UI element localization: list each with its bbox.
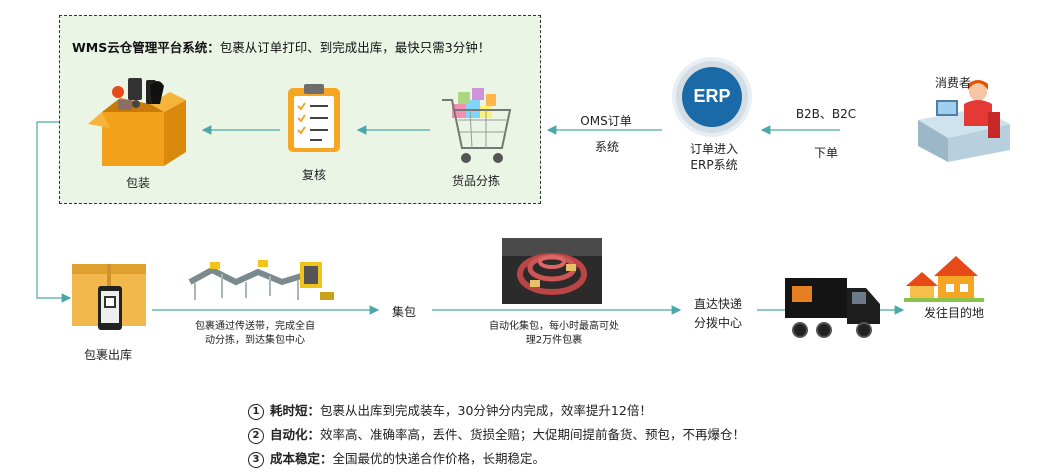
erp-logo-icon (672, 57, 752, 137)
feature-3-text: 全国最优的快递合作价格，长期稳定。 (332, 451, 546, 466)
erp-logo-text: ERP (693, 86, 731, 106)
wms-title-bold: WMS云仓管理平台系统： (72, 40, 220, 55)
clipboard-icon (288, 84, 340, 152)
consumer-desk-icon (918, 80, 1010, 162)
label-direct-line1: 直达快递 (693, 297, 742, 311)
wms-title-rest: 包裹从订单打印、到完成出库，最快只需3分钟！ (219, 40, 491, 55)
conveyor-belt-icon (188, 260, 334, 300)
label-package: 包装 (125, 176, 150, 190)
arrow-package-to-outbound (36, 121, 72, 303)
feature-3: 3 成本稳定：全国最优的快递合作价格，长期稳定。 (248, 448, 545, 468)
label-picking: 货品分拣 (451, 174, 500, 188)
label-outbound: 包裹出库 (83, 348, 132, 362)
label-oms-line1: OMS订单 (580, 114, 632, 128)
feature-2: 2 自动化：效率高、准确率高，丢件、货损全赔；大促期间提前备货、预包，不再爆仓！ (248, 424, 745, 444)
feature-3-title: 成本稳定： (270, 451, 333, 466)
feature-1-title: 耗时短： (270, 403, 321, 418)
label-oms-line2: 系统 (594, 140, 619, 154)
feature-2-text: 效率高、准确率高，丢件、货损全赔；大促期间提前备货、预包，不再爆仓！ (320, 427, 746, 442)
feature-1-text: 包裹从出库到完成装车，30分钟分内完成，效率提升12倍！ (320, 403, 652, 418)
feature-3-number: 3 (248, 452, 264, 468)
label-b2b-b2c: B2B、B2C (795, 107, 857, 121)
label-collect: 集包 (391, 305, 416, 319)
label-auto-line2: 理2万件包裹 (525, 335, 583, 346)
label-consumer: 消费者 (934, 76, 971, 90)
label-auto-line1: 自动化集包，每小时最高可处 (489, 321, 619, 332)
shopping-cart-icon (442, 88, 512, 163)
outbound-box-icon (72, 264, 146, 330)
feature-1: 1 耗时短：包裹从出库到完成装车，30分钟分内完成，效率提升12倍！ (248, 400, 652, 420)
package-box-icon (88, 78, 186, 166)
label-erp-line2: ERP系统 (690, 158, 738, 172)
label-erp-line1: 订单进入 (689, 142, 738, 156)
feature-1-number: 1 (248, 404, 264, 420)
label-destination: 发往目的地 (923, 306, 984, 320)
label-conveyor-line1: 包裹通过传送带，完成全自 (195, 321, 315, 332)
wms-title: WMS云仓管理平台系统：包裹从订单打印、到完成出库，最快只需3分钟！ (72, 37, 490, 56)
delivery-truck-icon (785, 278, 880, 338)
feature-2-number: 2 (248, 428, 264, 444)
feature-2-title: 自动化： (270, 427, 321, 442)
label-direct-line2: 分拨中心 (693, 316, 742, 330)
house-destination-icon (904, 256, 984, 302)
label-recheck: 复核 (301, 168, 326, 182)
label-order: 下单 (813, 146, 838, 160)
spiral-chute-image (502, 238, 602, 304)
label-conveyor-line2: 动分拣，到达集包中心 (205, 335, 305, 346)
